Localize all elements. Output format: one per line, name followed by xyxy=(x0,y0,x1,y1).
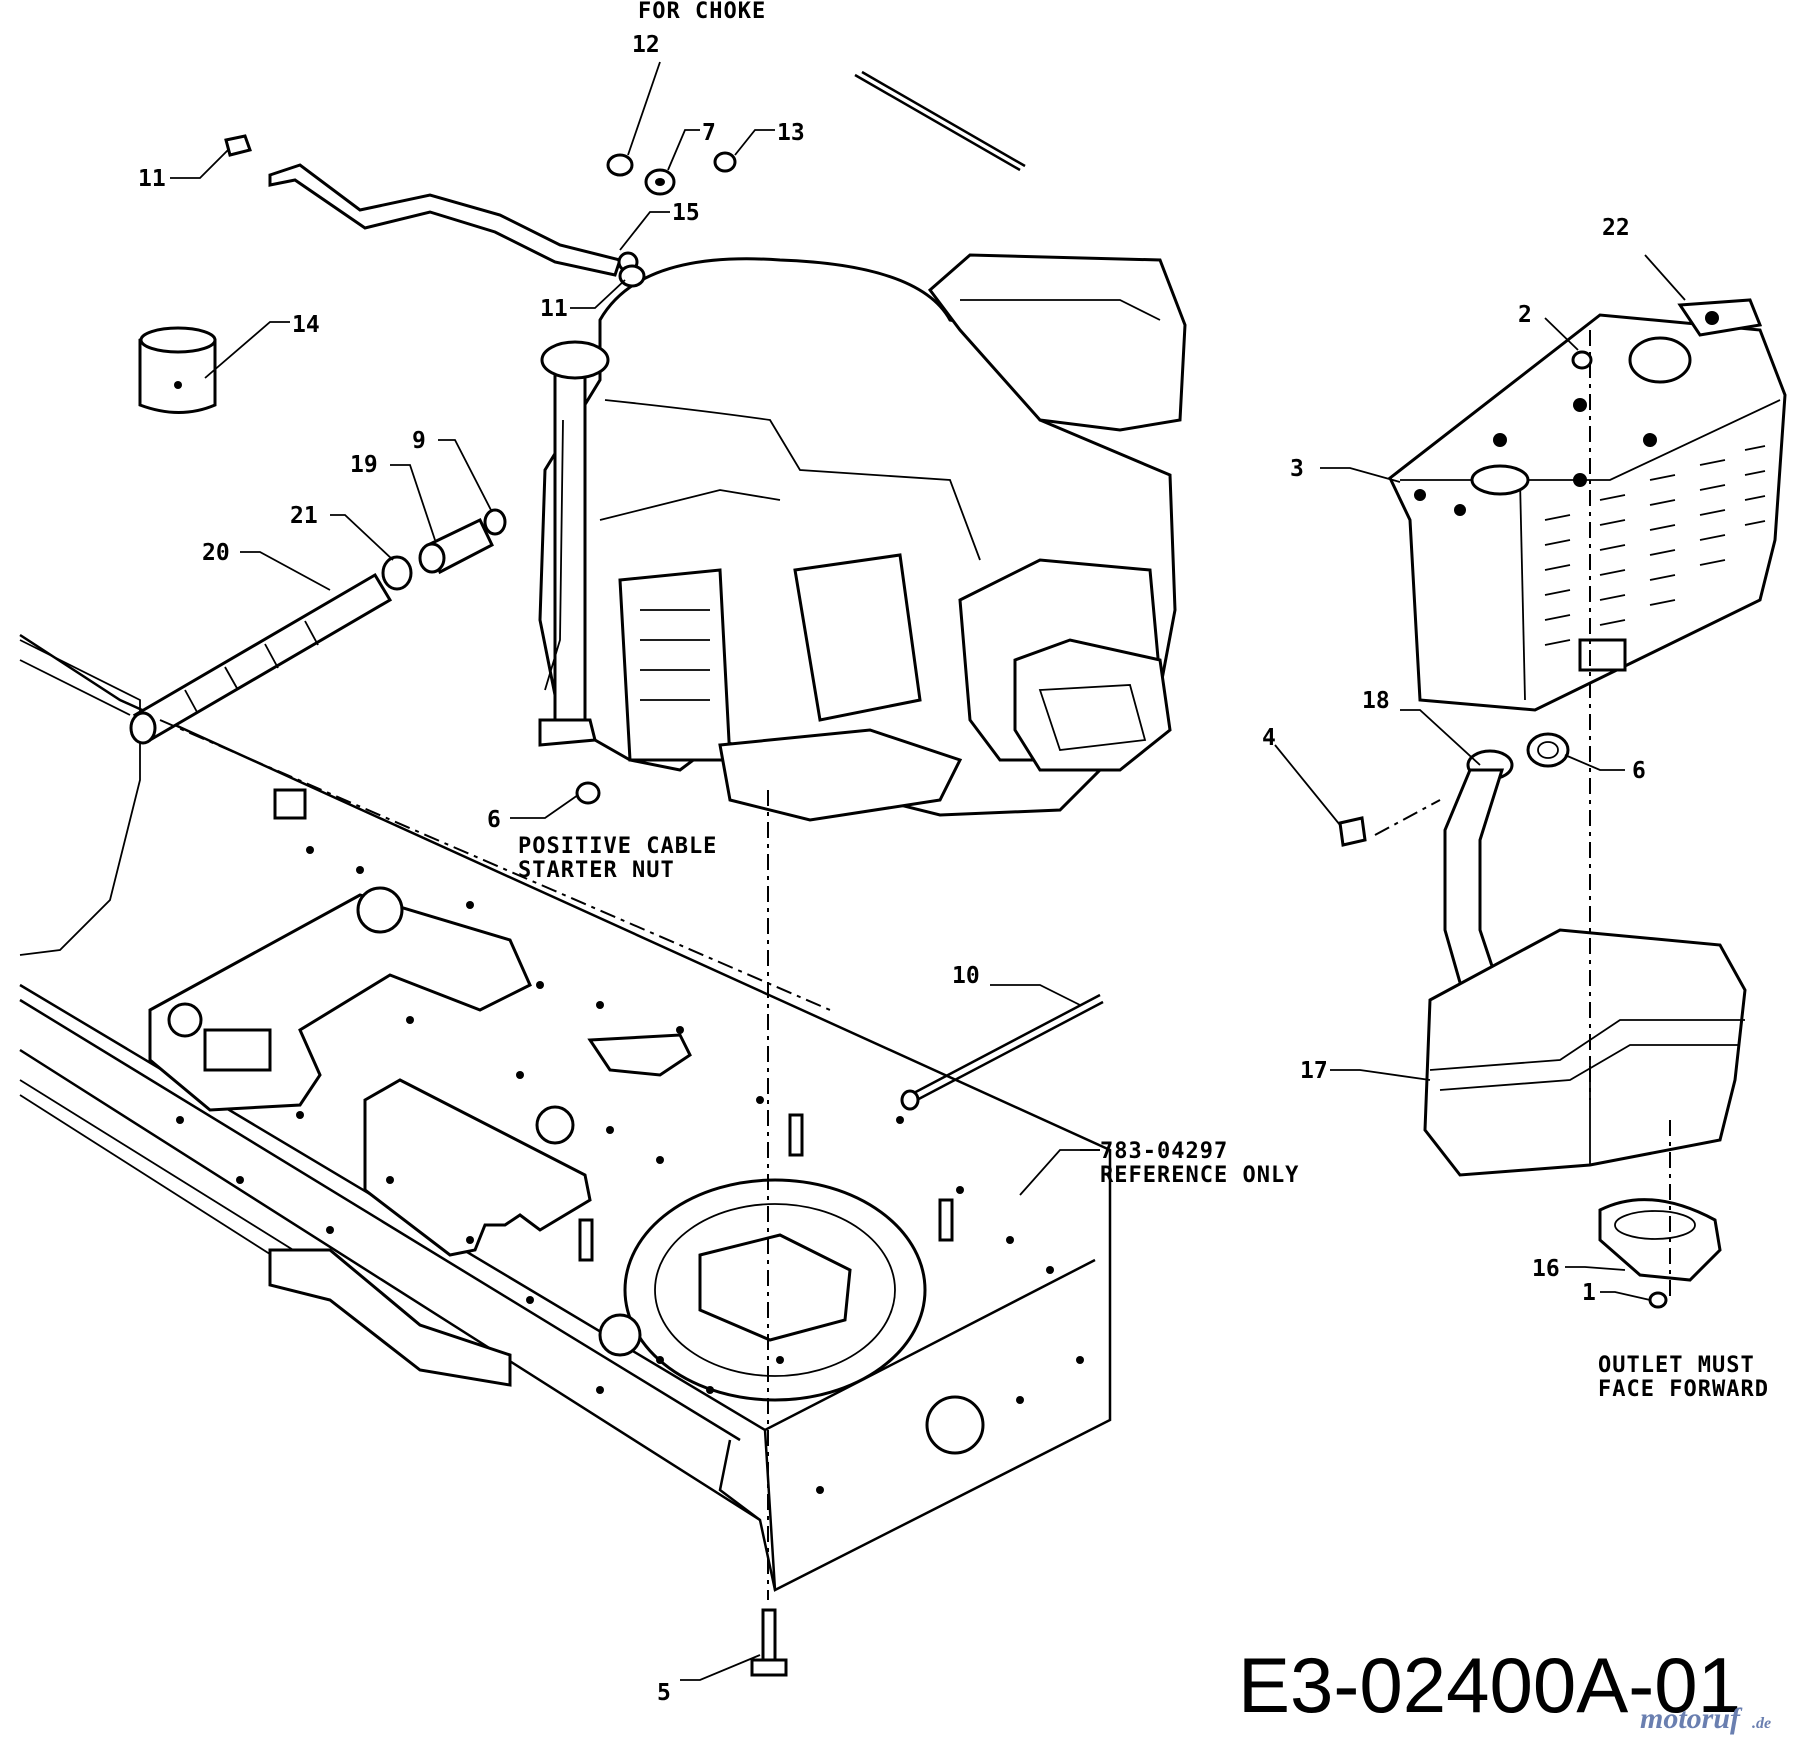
part-2-screw xyxy=(1571,350,1593,370)
callout-7: 7 xyxy=(702,120,716,146)
part-4-bolt xyxy=(1338,816,1367,847)
callout-21: 21 xyxy=(290,503,318,529)
note-face-forward: FACE FORWARD xyxy=(1598,1377,1769,1402)
note-outlet-must: OUTLET MUST xyxy=(1598,1353,1755,1378)
callout-2: 2 xyxy=(1518,302,1532,328)
frame-chassis xyxy=(19,633,1112,1592)
callout-10: 10 xyxy=(952,963,980,989)
part-14-cup xyxy=(138,326,217,414)
part-10-bolt xyxy=(900,993,1104,1111)
callout-12: 12 xyxy=(632,32,660,58)
callout-6-right: 6 xyxy=(1632,758,1646,784)
part-6-nut xyxy=(575,781,601,805)
callout-18: 18 xyxy=(1362,688,1390,714)
centerlines xyxy=(159,330,1671,1600)
engine xyxy=(538,253,1187,822)
callout-1: 1 xyxy=(1582,1280,1596,1306)
part-21-washer xyxy=(381,555,413,591)
callout-5: 5 xyxy=(657,1680,671,1706)
callout-14: 14 xyxy=(292,312,320,338)
part-11-clip-mid xyxy=(618,264,646,288)
part-22-bracket xyxy=(1677,298,1763,337)
part-13-washer xyxy=(713,151,737,173)
part-16-deflector xyxy=(1598,1198,1722,1282)
leader-lines xyxy=(170,61,1686,1681)
callout-13: 13 xyxy=(777,120,805,146)
callout-numbers: 12 7 13 11 15 11 14 9 19 21 20 6 10 5 22… xyxy=(138,32,1646,1706)
callout-11-mid: 11 xyxy=(540,296,568,322)
diagram-code: E3-02400A-01 xyxy=(1238,1641,1741,1729)
note-reference-part: 783-04297 xyxy=(1100,1139,1228,1164)
callout-17: 17 xyxy=(1300,1058,1328,1084)
note-positive-cable: POSITIVE CABLE xyxy=(518,834,717,859)
callout-19: 19 xyxy=(350,452,378,478)
watermark-logo: motoruf .de xyxy=(1640,1702,1771,1735)
callout-11-top: 11 xyxy=(138,166,166,192)
part-12-washer xyxy=(606,153,634,177)
part-15-rod xyxy=(268,163,639,277)
part-11-clip-top xyxy=(224,134,252,157)
part-5-bolt xyxy=(750,1608,788,1677)
notes: FOR CHOKE POSITIVE CABLE STARTER NUT 783… xyxy=(518,0,1769,1402)
callout-9: 9 xyxy=(412,428,426,454)
part-19-spacer xyxy=(418,517,494,575)
part-3-heat-shield xyxy=(1388,313,1787,712)
note-reference-only: REFERENCE ONLY xyxy=(1100,1163,1299,1188)
watermark-text: motoruf xyxy=(1640,1702,1743,1735)
callout-6-left: 6 xyxy=(487,807,501,833)
callout-20: 20 xyxy=(202,540,230,566)
watermark-suffix: .de xyxy=(1752,1715,1771,1732)
part-9-collar xyxy=(483,508,507,536)
note-starter-nut: STARTER NUT xyxy=(518,858,675,883)
callout-15: 15 xyxy=(672,200,700,226)
part-20-shaft xyxy=(129,572,393,745)
part-1-screw xyxy=(1648,1291,1668,1309)
callout-3: 3 xyxy=(1290,456,1304,482)
part-7-nut xyxy=(644,168,676,196)
callout-4: 4 xyxy=(1262,725,1276,751)
callout-16: 16 xyxy=(1532,1256,1560,1282)
callout-22: 22 xyxy=(1602,215,1630,241)
choke-cable xyxy=(854,70,1026,172)
part-8-gasket xyxy=(1526,732,1570,768)
note-for-choke: FOR CHOKE xyxy=(638,0,766,24)
